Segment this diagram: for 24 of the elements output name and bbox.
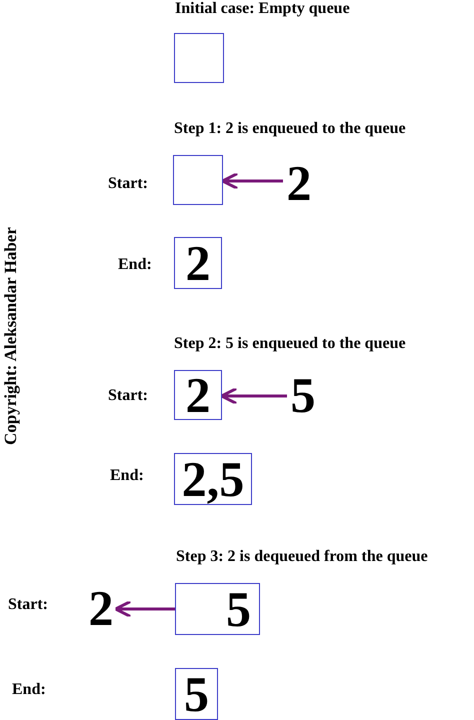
row-label: Start: [8,596,48,614]
arrow [220,387,287,405]
queue-element-text: 2 [86,583,116,633]
queue-box: 5 [175,583,260,635]
copyright-text: Copyright: Aleksandar Haber [1,226,21,445]
arrow [221,172,283,190]
row-label: Start: [108,175,148,193]
step-heading: Step 1: 2 is enqueued to the queue [174,120,406,138]
queue-box: 2 [174,237,222,289]
row-label: Start: [108,387,148,405]
step-heading: Step 3: 2 is dequeued from the queue [176,548,428,566]
queue-box: 2 [174,370,222,420]
step-heading: Initial case: Empty queue [175,0,350,18]
empty-queue-box [174,33,224,83]
queue-element-text: 2 [283,158,315,208]
row-label: End: [118,256,152,274]
empty-queue-box [173,155,223,205]
row-label: End: [12,681,46,699]
queue-box: 2,5 [174,453,252,505]
row-label: End: [110,467,144,485]
queue-box: 5 [175,668,218,720]
arrow [114,600,175,618]
step-heading: Step 2: 5 is enqueued to the queue [174,335,406,353]
queue-element-text: 5 [287,370,319,420]
